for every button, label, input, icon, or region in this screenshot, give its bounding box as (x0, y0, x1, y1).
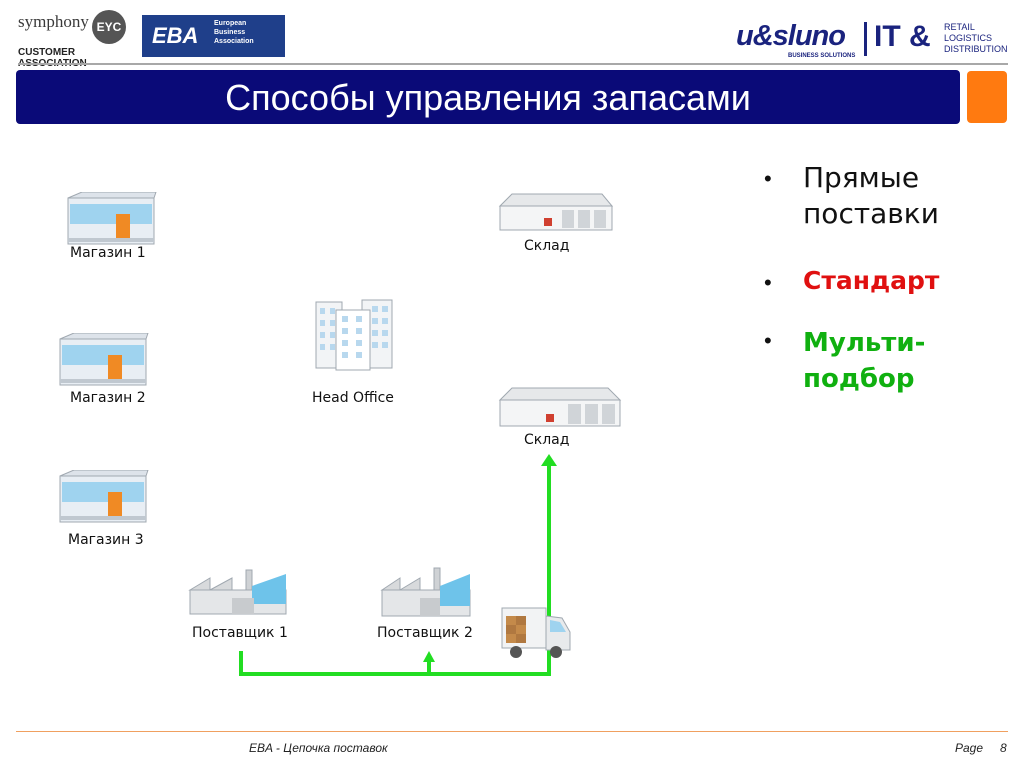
store-label: Магазин 3 (68, 532, 144, 548)
it-logo-text: IT & (874, 20, 931, 53)
office-building-icon (315, 299, 393, 371)
factory-icon (380, 567, 471, 617)
footer-title: EBA - Цепочка поставок (249, 741, 388, 755)
eba-line: European (214, 20, 247, 27)
store-label: Магазин 1 (70, 245, 146, 261)
store-icon (59, 333, 149, 386)
warehouse-icon (498, 193, 614, 231)
it-line: LOGISTICS (944, 33, 993, 43)
usluno-logo-subtitle: BUSINESS SOLUTIONS (788, 53, 856, 59)
head-office-label: Head Office (312, 390, 394, 406)
factory-icon (188, 569, 287, 615)
it-line: RETAIL (944, 22, 975, 32)
supplier-label: Поставщик 2 (377, 625, 473, 641)
supplier-label: Поставщик 1 (192, 625, 288, 641)
symphony-logo-word: symphony (18, 12, 89, 31)
bullet-standard: Стандарт (803, 266, 940, 295)
eba-logo-text: EBA (152, 23, 199, 48)
delivery-truck-icon (501, 607, 571, 658)
eba-logo: EBA European Business Association (142, 15, 285, 57)
bullet-dot: • (764, 166, 772, 191)
eba-logo-lines: European Business Association (214, 19, 254, 46)
accent-block (967, 71, 1007, 123)
bullet-multi-pick: Мульти-подбор (803, 328, 926, 394)
bullet-dot: • (764, 328, 772, 353)
store-icon (59, 470, 149, 523)
slide-title: Способы управления запасами (225, 77, 751, 118)
store-icon (67, 192, 157, 245)
eba-line: Association (214, 38, 254, 45)
warehouse-icon (498, 387, 622, 427)
store-label: Магазин 2 (70, 390, 146, 406)
footer-page-label: Page (955, 741, 984, 755)
warehouse-label: Склад (524, 432, 570, 448)
warehouse-label: Склад (524, 238, 570, 254)
title-bar (16, 70, 960, 124)
usluno-logo-text: u&sluno (736, 20, 846, 52)
it-line: DISTRIBUTION (944, 44, 1008, 54)
bullet-direct-delivery: Прямые поставки (803, 161, 939, 230)
bullet-dot: • (764, 270, 772, 295)
arrow-head-supplier2 (423, 651, 435, 662)
footer-divider (16, 731, 1008, 732)
footer-page-number: 8 (1000, 741, 1007, 755)
it-logo-lines: RETAIL LOGISTICS DISTRIBUTION (944, 22, 1008, 55)
arrow-path-supplier1 (239, 466, 551, 676)
eba-line: Business (214, 29, 246, 36)
header-divider (18, 63, 1008, 65)
symphony-logo-badge: EYC (92, 10, 126, 44)
usluno-logo: u&sluno BUSINESS SOLUTIONS IT & RETAIL L… (736, 20, 1011, 62)
arrow-head-warehouse (541, 454, 557, 466)
logo-separator (864, 22, 867, 56)
